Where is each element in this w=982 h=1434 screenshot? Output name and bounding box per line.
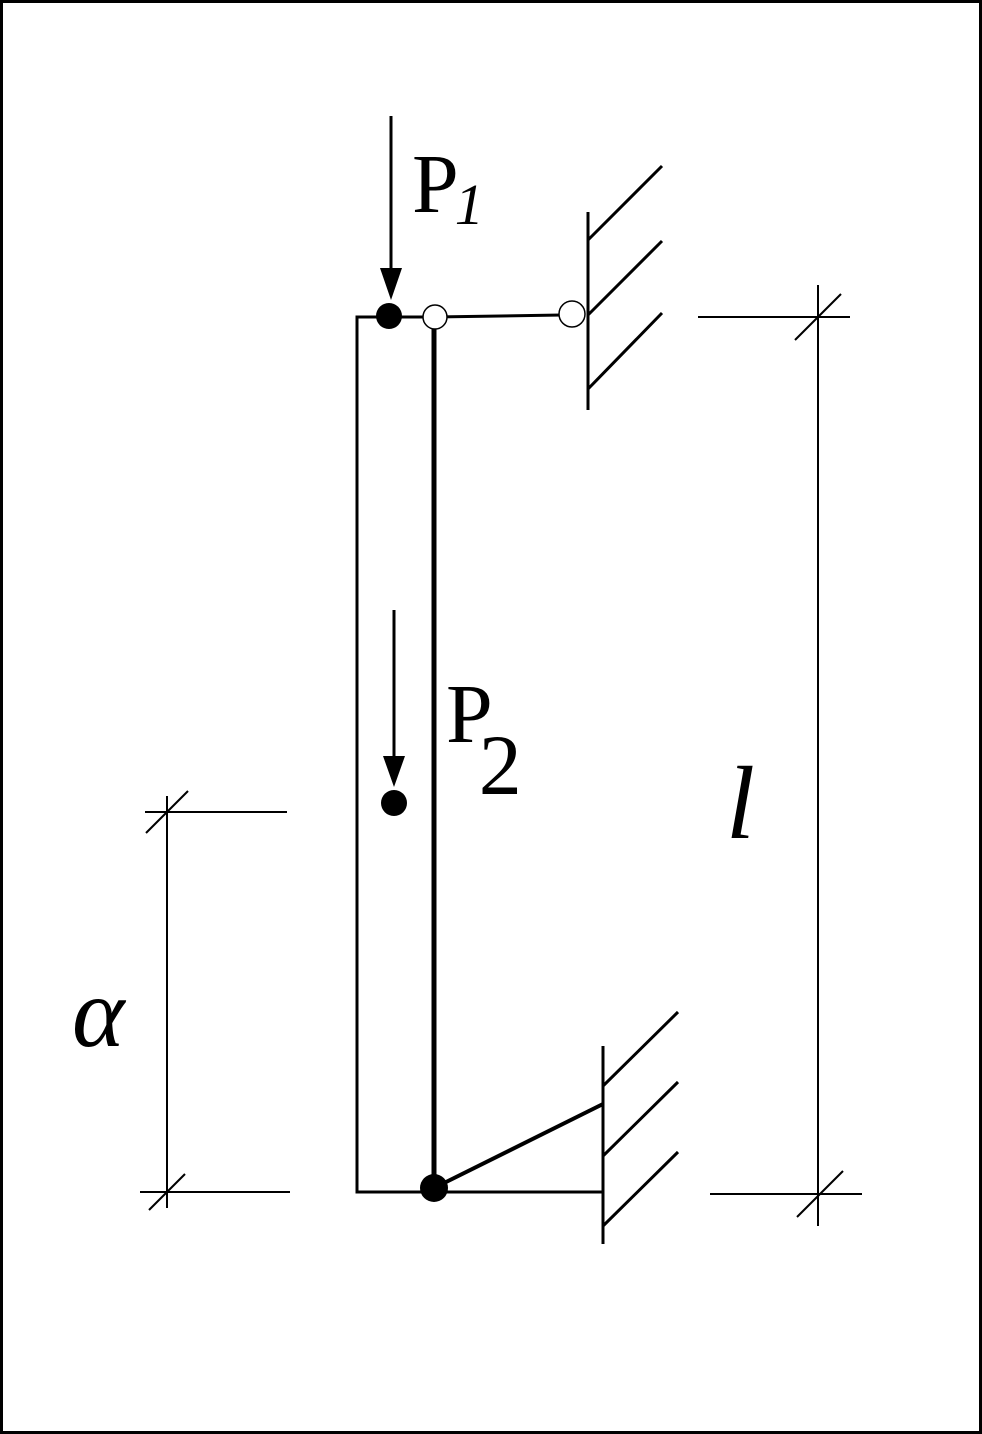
p2-arrow bbox=[383, 610, 405, 787]
p1-load-point bbox=[376, 303, 402, 329]
p1-arrow bbox=[380, 116, 402, 300]
upper-wall-support bbox=[586, 164, 664, 410]
alpha-label: α bbox=[72, 957, 127, 1068]
dimension-alpha bbox=[140, 790, 290, 1211]
top-rod bbox=[433, 313, 563, 319]
length-label: l bbox=[726, 746, 755, 861]
top-hinge-wall bbox=[558, 300, 586, 328]
p2-load-point bbox=[381, 790, 407, 816]
diagonal-strut bbox=[433, 1102, 604, 1190]
dimension-l bbox=[698, 285, 862, 1226]
p1-label: P1 bbox=[412, 138, 484, 237]
bottom-joint bbox=[420, 1174, 448, 1202]
lower-wall-support bbox=[601, 1010, 680, 1244]
top-hinge-bar bbox=[422, 304, 448, 330]
